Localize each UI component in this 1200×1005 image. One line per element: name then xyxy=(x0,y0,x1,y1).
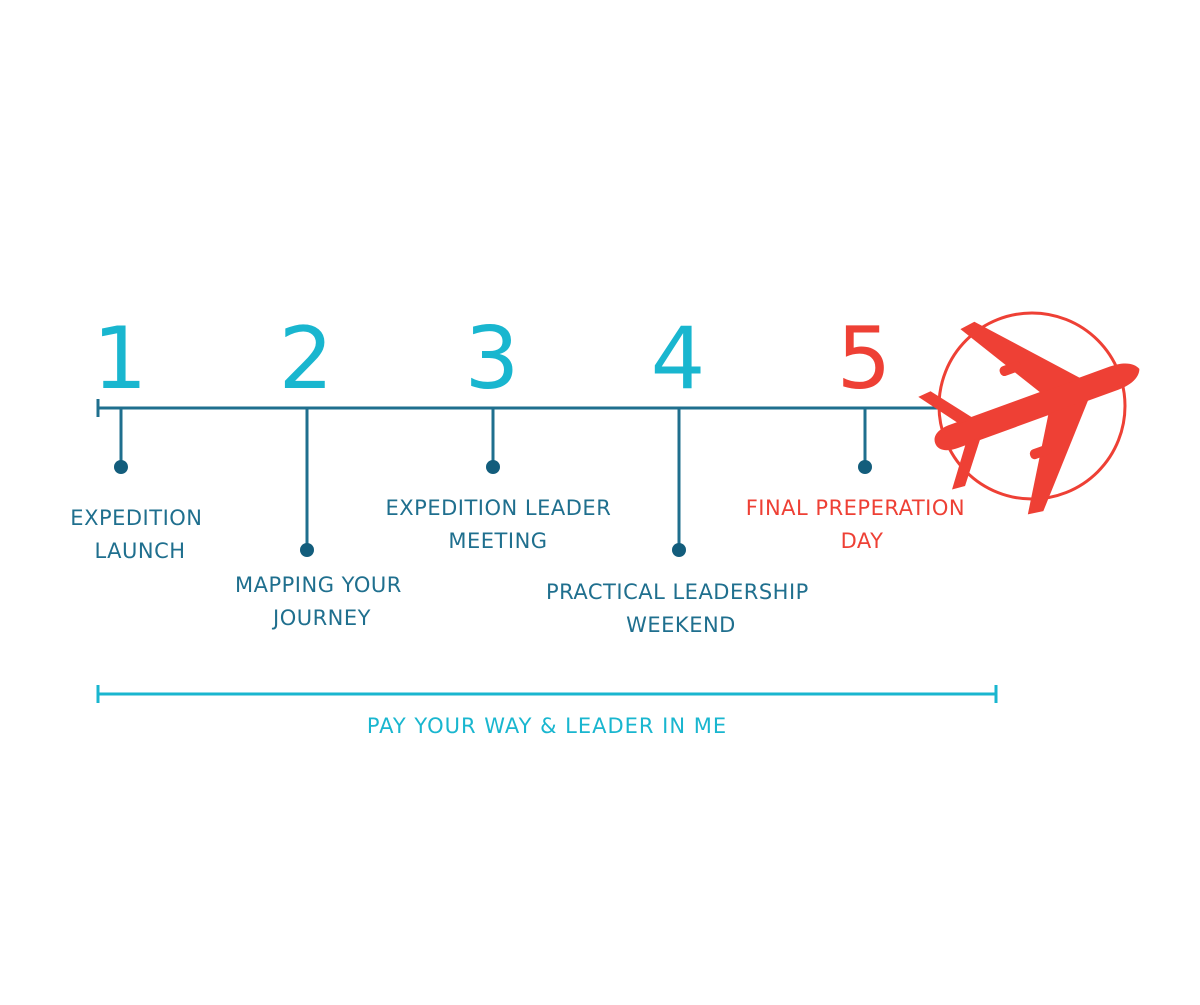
stage-dot-4 xyxy=(672,543,686,557)
airplane-icon xyxy=(918,321,1140,515)
stage-3: 3 EXPEDITION LEADER MEETING xyxy=(386,309,619,553)
stage-number-4: 4 xyxy=(651,309,706,409)
stage-dot-2 xyxy=(300,543,314,557)
footer-span-label: PAY YOUR WAY & LEADER IN ME xyxy=(367,714,727,738)
stage-1: 1 EXPEDITION LAUNCH xyxy=(70,309,209,563)
stage-number-3: 3 xyxy=(465,309,520,409)
destination-badge xyxy=(918,311,1140,515)
stage-5: 5 FINAL PREPERATION DAY xyxy=(746,309,973,553)
stage-dot-5 xyxy=(858,460,872,474)
stage-4: 4 PRACTICAL LEADERSHIP WEEKEND xyxy=(546,309,816,637)
footer-span: PAY YOUR WAY & LEADER IN ME xyxy=(96,685,998,738)
stage-label-4: PRACTICAL LEADERSHIP WEEKEND xyxy=(546,580,816,637)
stage-label-2: MAPPING YOUR JOURNEY xyxy=(235,573,409,630)
stage-label-1: EXPEDITION LAUNCH xyxy=(70,506,209,563)
stage-2: 2 MAPPING YOUR JOURNEY xyxy=(235,309,409,630)
stage-dot-1 xyxy=(114,460,128,474)
stage-number-2: 2 xyxy=(279,309,334,409)
stage-dot-3 xyxy=(486,460,500,474)
stage-number-1: 1 xyxy=(93,309,148,409)
stage-number-5: 5 xyxy=(837,309,892,409)
stage-label-3: EXPEDITION LEADER MEETING xyxy=(386,496,619,553)
stage-label-5: FINAL PREPERATION DAY xyxy=(746,496,973,553)
